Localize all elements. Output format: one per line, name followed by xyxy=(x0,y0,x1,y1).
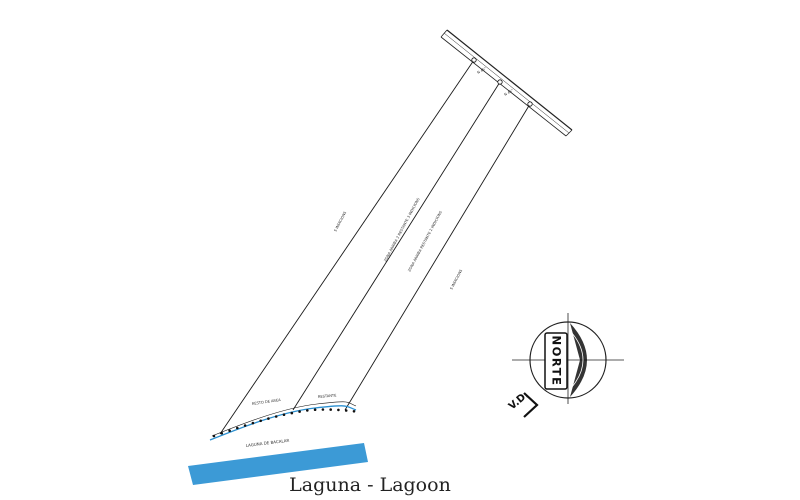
corner-annotations: N 45° N 45° xyxy=(477,66,515,97)
lot-boundaries xyxy=(219,59,531,435)
compass-label: NORTE xyxy=(550,336,564,387)
left-neighbor-label: S INDICIONS xyxy=(333,210,347,232)
survey-point xyxy=(212,434,216,438)
survey-point xyxy=(329,408,333,411)
road xyxy=(440,29,573,137)
survey-point xyxy=(228,429,231,433)
survey-point xyxy=(259,419,263,423)
caption: Laguna - Lagoon xyxy=(289,474,451,496)
survey-point xyxy=(290,411,294,415)
svg-text:N 45°: N 45° xyxy=(477,66,488,75)
survey-point xyxy=(337,408,340,412)
shoreline-offset xyxy=(211,401,357,437)
corner-markers xyxy=(471,57,533,107)
survey-point xyxy=(321,408,325,411)
survey-point xyxy=(352,410,356,413)
survey-point xyxy=(298,410,301,413)
survey-point xyxy=(243,424,247,427)
survey-point xyxy=(306,409,309,412)
vd-marker: V.D. xyxy=(507,389,539,418)
shore-right-label: RESTANTE xyxy=(318,393,338,399)
survey-point xyxy=(267,417,270,420)
right-neighbor-label: S INDICIONS xyxy=(449,268,463,290)
shoreline xyxy=(209,405,357,441)
lagoon-label: LAGUNA DE BACALAR xyxy=(246,438,290,448)
lagoon-band xyxy=(188,443,368,485)
shore-left-label: RESTO DE AREA xyxy=(252,398,282,406)
north-compass: NORTE xyxy=(512,313,624,404)
lot-b-label: ZONA ARRIBA RESTANTE 2 INDICIONS xyxy=(407,210,443,273)
lot-a-label: ZONA ARRIBA 2 RESTANTE 3 INDICIONS xyxy=(383,197,421,263)
survey-point xyxy=(236,426,239,430)
survey-point xyxy=(220,432,224,435)
survey-point xyxy=(344,409,348,412)
survey-points xyxy=(212,408,356,438)
survey-point xyxy=(313,408,317,412)
svg-text:N 45°: N 45° xyxy=(504,88,515,97)
survey-point xyxy=(274,415,278,418)
survey-point xyxy=(282,413,286,417)
survey-point xyxy=(251,421,255,425)
vd-label: V.D. xyxy=(507,389,531,412)
